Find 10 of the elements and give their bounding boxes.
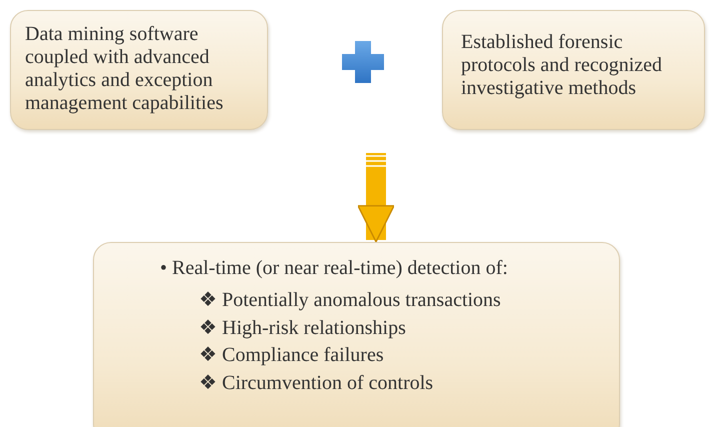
box-text: Established forensic protocols and recognized investigative methods — [461, 31, 664, 100]
rounded-box — [93, 242, 620, 427]
list-item: ❖ Compliance failures — [199, 344, 384, 367]
list-item: ❖ Circumvention of controls — [199, 372, 434, 395]
rounded-box — [10, 10, 268, 130]
box-text: Data mining software coupled with advanced analytics and exception management capabilities — [25, 23, 224, 115]
list-item: ❖ Potentially anomalous transactions — [199, 289, 501, 312]
list-item: ❖ High-risk relationships — [199, 317, 406, 340]
rounded-box — [442, 10, 705, 130]
box-text: • Real-time (or near real-time) detection of: — [160, 257, 508, 280]
